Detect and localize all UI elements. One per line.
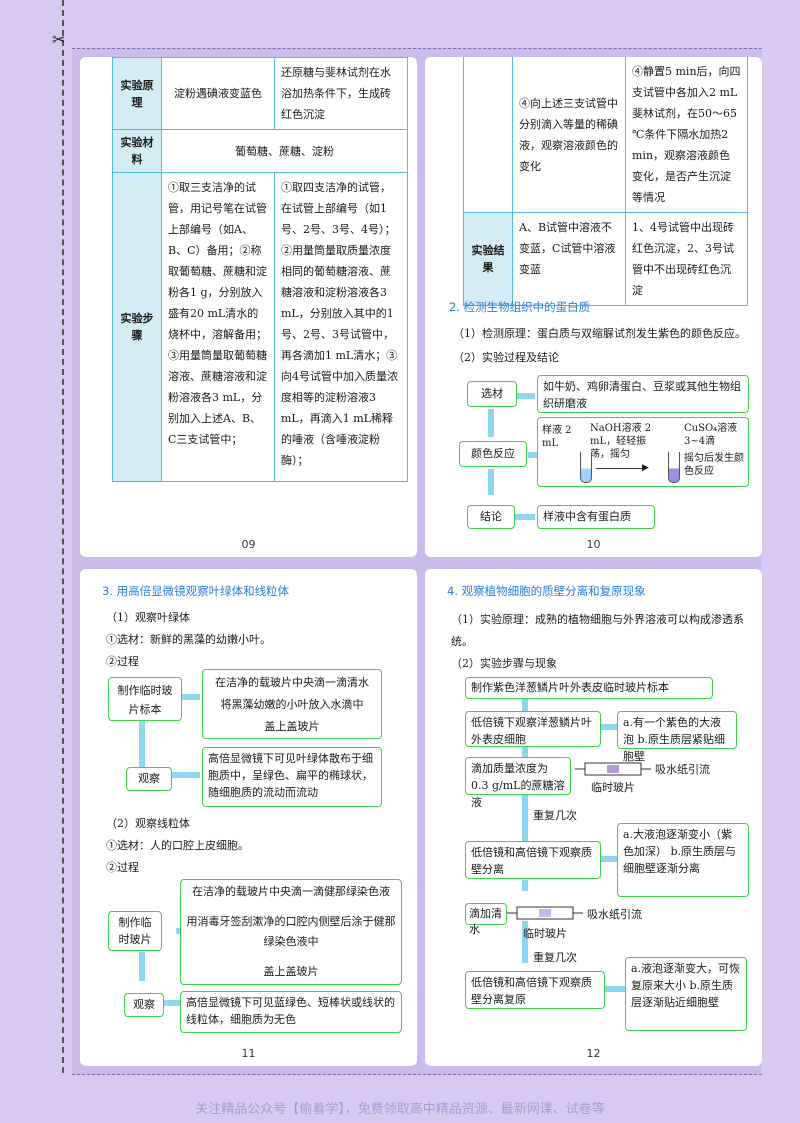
arrow-right-icon: ▶ bbox=[642, 463, 649, 473]
step-add-water: 滴加清水 bbox=[465, 903, 507, 936]
tag-observe: 观察 bbox=[126, 767, 172, 791]
text-line: （1）观察叶绿体 bbox=[106, 611, 190, 624]
flow-arrows bbox=[488, 393, 537, 520]
slide-label: 临时玻片 bbox=[523, 927, 567, 940]
reaction-box: 样液 2 mL NaOH溶液 2 mL，轻轻振荡，摇匀 CuSO₄溶液 3~4滴… bbox=[537, 417, 749, 487]
page-number: 10 bbox=[586, 538, 601, 551]
material-box: 如牛奶、鸡卵清蛋白、豆浆或其他生物组织研磨液 bbox=[537, 375, 749, 413]
tag-select-material: 选材 bbox=[467, 381, 517, 407]
booklet-sheet: 实验原理 淀粉遇碘液变蓝色 还原糖与斐林试剂在水浴加热条件下，生成砖红色沉淀 实… bbox=[72, 48, 762, 1075]
page-number: 11 bbox=[241, 1047, 256, 1060]
cuso4-label: CuSO₄溶液 3~4滴 bbox=[684, 423, 738, 447]
tag-color-reaction: 颜色反应 bbox=[459, 441, 527, 467]
naoh-label: NaOH溶液 2 mL，轻轻振荡，摇匀 bbox=[590, 423, 652, 460]
after-label: 摇匀后发生颜色反应 bbox=[684, 453, 744, 477]
tag-conclusion: 结论 bbox=[467, 505, 515, 529]
step-line: 盖上盖玻片 bbox=[264, 720, 320, 733]
text-line: ②过程 bbox=[106, 861, 139, 874]
text-line: （1）实验原理：成熟的植物细胞与外界溶液可以构成渗透系统。 bbox=[451, 613, 744, 648]
slide-label: 临时玻片 bbox=[591, 781, 635, 794]
page-09: 实验原理 淀粉遇碘液变蓝色 还原糖与斐林试剂在水浴加热条件下，生成砖红色沉淀 实… bbox=[80, 57, 417, 557]
table-row: 实验步骤 ①取三支洁净的试管，用记号笔在试管上部编号（如A、B、C）备用；②称取… bbox=[112, 172, 408, 482]
row-head: 实验步骤 bbox=[112, 172, 162, 482]
result-box: a.液泡逐渐变大，可恢复原来大小 b.原生质层逐渐贴近细胞壁 bbox=[625, 957, 747, 1031]
step-line: 将黑藻幼嫩的小叶放入水滴中 bbox=[220, 698, 364, 711]
cell: 还原糖与斐林试剂在水浴加热条件下，生成砖红色沉淀 bbox=[274, 57, 408, 130]
result-box: a.大液泡逐渐变小（紫色加深） b.原生质层与细胞壁逐渐分离 bbox=[617, 823, 749, 897]
text-line: ①选材：新鲜的黑藻的幼嫩小叶。 bbox=[106, 633, 271, 646]
page-number: 12 bbox=[586, 1047, 601, 1060]
step-line: 在洁净的载玻片中央滴一滴健那绿染色液 bbox=[192, 885, 390, 898]
row-head: 实验原理 bbox=[112, 57, 162, 130]
text-line: （2）实验过程及结论 bbox=[453, 351, 559, 364]
cell: ①取三支洁净的试管，用记号笔在试管上部编号（如A、B、C）备用；②称取葡萄糖、蔗… bbox=[161, 172, 275, 482]
repeat-label: 重复几次 bbox=[533, 951, 577, 964]
blotting-paper-label: 吸水纸引流 bbox=[655, 763, 710, 776]
cell: 淀粉遇碘液变蓝色 bbox=[161, 57, 275, 130]
experiment-table-10: ④向上述三支试管中分别滴入等量的稀碘液，观察溶液颜色的变化 ④静置5 min后，… bbox=[463, 57, 748, 306]
flow-arrows bbox=[507, 699, 651, 992]
result-box: a.有一个紫色的大液泡 b.原生质层紧贴细胞壁 bbox=[617, 711, 737, 763]
text-line: ①选材：人的口腔上皮细胞。 bbox=[106, 839, 249, 852]
section-title: 3. 用高倍显微镜观察叶绿体和线粒体 bbox=[102, 584, 290, 598]
step-low-power: 低倍镜下观察洋葱鳞片叶外表皮细胞 bbox=[465, 711, 601, 747]
slide-steps-box: 在洁净的载玻片中央滴一滴清水 将黑藻幼嫩的小叶放入水滴中 盖上盖玻片 bbox=[202, 669, 382, 739]
scissors-icon: ✂ bbox=[52, 30, 66, 49]
tag-observe: 观察 bbox=[124, 993, 164, 1017]
step-line: 盖上盖玻片 bbox=[263, 965, 319, 978]
step-observe-plasmolysis: 低倍镜和高倍镜下观察质壁分离 bbox=[465, 841, 601, 879]
observe-box: 高倍显微镜下可见蓝绿色、短棒状或线状的线粒体，细胞质为无色 bbox=[180, 991, 402, 1033]
text-line: （2）观察线粒体 bbox=[106, 817, 190, 830]
table-row: ④向上述三支试管中分别滴入等量的稀碘液，观察溶液颜色的变化 ④静置5 min后，… bbox=[463, 57, 748, 213]
cell: 1、4号试管中出现砖红色沉淀，2、3号试管中不出现砖红色沉淀 bbox=[625, 212, 748, 306]
section-title: 2. 检测生物组织中的蛋白质 bbox=[449, 300, 591, 314]
text-line: （2）实验步骤与现象 bbox=[451, 657, 557, 670]
blotting-paper-label: 吸水纸引流 bbox=[587, 908, 642, 921]
step-line: 在洁净的载玻片中央滴一滴清水 bbox=[215, 676, 369, 689]
step-make-slide: 制作紫色洋葱鳞片叶外表皮临时玻片标本 bbox=[465, 677, 713, 699]
step-observe-recovery: 低倍镜和高倍镜下观察质壁分离复原 bbox=[465, 971, 605, 1009]
text-line: ②过程 bbox=[106, 655, 139, 668]
table-row: 实验材料 葡萄糖、蔗糖、淀粉 bbox=[112, 129, 408, 173]
row-head bbox=[463, 57, 513, 213]
experiment-table-09: 实验原理 淀粉遇碘液变蓝色 还原糖与斐林试剂在水浴加热条件下，生成砖红色沉淀 实… bbox=[112, 57, 408, 482]
cell: A、B试管中溶液不变蓝，C试管中溶液变蓝 bbox=[512, 212, 626, 306]
cell: ①取四支洁净的试管，在试管上部编号（如1号、2号、3号、4号）；②用量筒量取质量… bbox=[274, 172, 408, 482]
footer-watermark: 关注精品公众号【偷着学】，免费领取高中精品资源、最新网课、试卷等 bbox=[195, 1102, 605, 1117]
page-10: ④向上述三支试管中分别滴入等量的稀碘液，观察溶液颜色的变化 ④静置5 min后，… bbox=[425, 57, 762, 557]
page-11: 3. 用高倍显微镜观察叶绿体和线粒体 （1）观察叶绿体 ①选材：新鲜的黑藻的幼嫩… bbox=[80, 569, 417, 1066]
cell: ④静置5 min后，向四支试管中各加入2 mL斐林试剂，在50～65 ℃条件下隔… bbox=[625, 57, 748, 213]
conclusion-box: 样液中含有蛋白质 bbox=[537, 505, 655, 529]
cell: 葡萄糖、蔗糖、淀粉 bbox=[161, 129, 408, 173]
page-number: 09 bbox=[241, 538, 256, 551]
row-head: 实验结果 bbox=[463, 212, 513, 306]
cut-line bbox=[62, 0, 64, 1073]
tag-make-slide: 制作临时玻片标本 bbox=[108, 677, 182, 721]
table-row: 实验原理 淀粉遇碘液变蓝色 还原糖与斐林试剂在水浴加热条件下，生成砖红色沉淀 bbox=[112, 57, 408, 130]
sample-label: 样液 2 mL bbox=[542, 425, 572, 449]
slide-steps-box: 在洁净的载玻片中央滴一滴健那绿染色液 用消毒牙签刮漱净的口腔内侧壁后涂于健那绿染… bbox=[180, 879, 402, 985]
section-title: 4. 观察植物细胞的质壁分离和复原现象 bbox=[447, 584, 646, 598]
cell: ④向上述三支试管中分别滴入等量的稀碘液，观察溶液颜色的变化 bbox=[512, 57, 626, 213]
arrow-line bbox=[596, 468, 646, 469]
table-row: 实验结果 A、B试管中溶液不变蓝，C试管中溶液变蓝 1、4号试管中出现砖红色沉淀… bbox=[463, 212, 748, 306]
tag-make-slide: 制作临时玻片 bbox=[108, 911, 162, 951]
observe-box: 高倍显微镜下可见叶绿体散布于细胞质中，呈绿色、扁平的椭球状，随细胞质的流动而流动 bbox=[202, 747, 382, 807]
step-add-sucrose: 滴加质量浓度为0.3 g/mL的蔗糖溶液 bbox=[465, 757, 571, 809]
row-head: 实验材料 bbox=[112, 129, 162, 173]
text-line: （1）检测原理：蛋白质与双缩脲试剂发生紫色的颜色反应。 bbox=[453, 327, 746, 340]
test-tube-icon bbox=[580, 452, 592, 483]
page-12: 4. 观察植物细胞的质壁分离和复原现象 （1）实验原理：成熟的植物细胞与外界溶液… bbox=[425, 569, 762, 1066]
repeat-label: 重复几次 bbox=[533, 809, 577, 822]
test-tube-icon bbox=[668, 452, 680, 483]
step-line: 用消毒牙签刮漱净的口腔内侧壁后涂于健那绿染色液中 bbox=[186, 915, 396, 948]
